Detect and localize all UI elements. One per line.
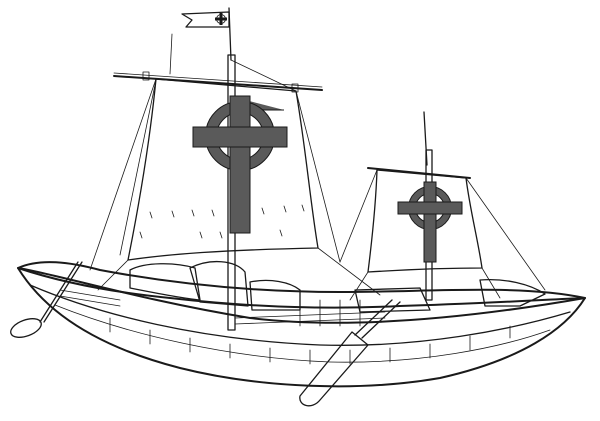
boat-hull	[17, 261, 586, 388]
flag-cross-icon	[215, 13, 227, 25]
main-mast	[113, 54, 323, 331]
rigging	[89, 33, 546, 301]
celtic-cross-emblem	[397, 181, 463, 263]
oar	[10, 261, 83, 338]
pennant-flag	[181, 7, 232, 61]
main-sail	[127, 78, 319, 261]
fore-sail	[367, 169, 483, 273]
celtic-cross-emblem	[192, 95, 288, 234]
oar	[299, 299, 401, 407]
